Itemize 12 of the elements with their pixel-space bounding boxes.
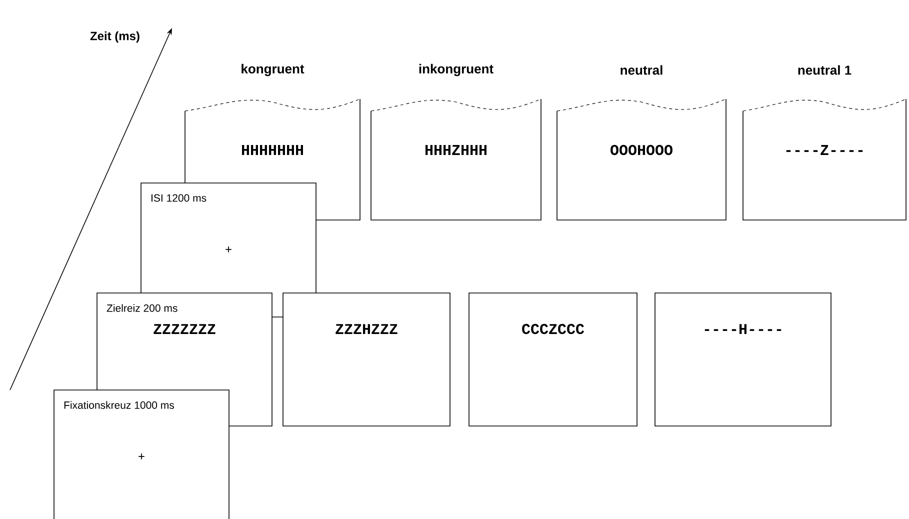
axis-label: Zeit (ms) [90, 31, 140, 43]
column-heading: neutral [620, 65, 662, 75]
stimulus-card: ----H---- [654, 292, 832, 426]
stimulus-card: Fixationskreuz 1000 ms + [54, 390, 230, 519]
column-heading: kongruent [242, 64, 304, 76]
column-heading: neutral 1 [798, 65, 852, 75]
stimulus-card: ZZZHZZZ [282, 292, 450, 426]
column-heading: inkongruent [419, 64, 494, 76]
stimulus-card: CCCZCCC [468, 292, 638, 426]
stimulus-card: HHHZHHH [370, 98, 542, 220]
stimulus-card: OOOHOOO [556, 98, 726, 220]
stimulus-card: ----Z---- [742, 98, 906, 220]
